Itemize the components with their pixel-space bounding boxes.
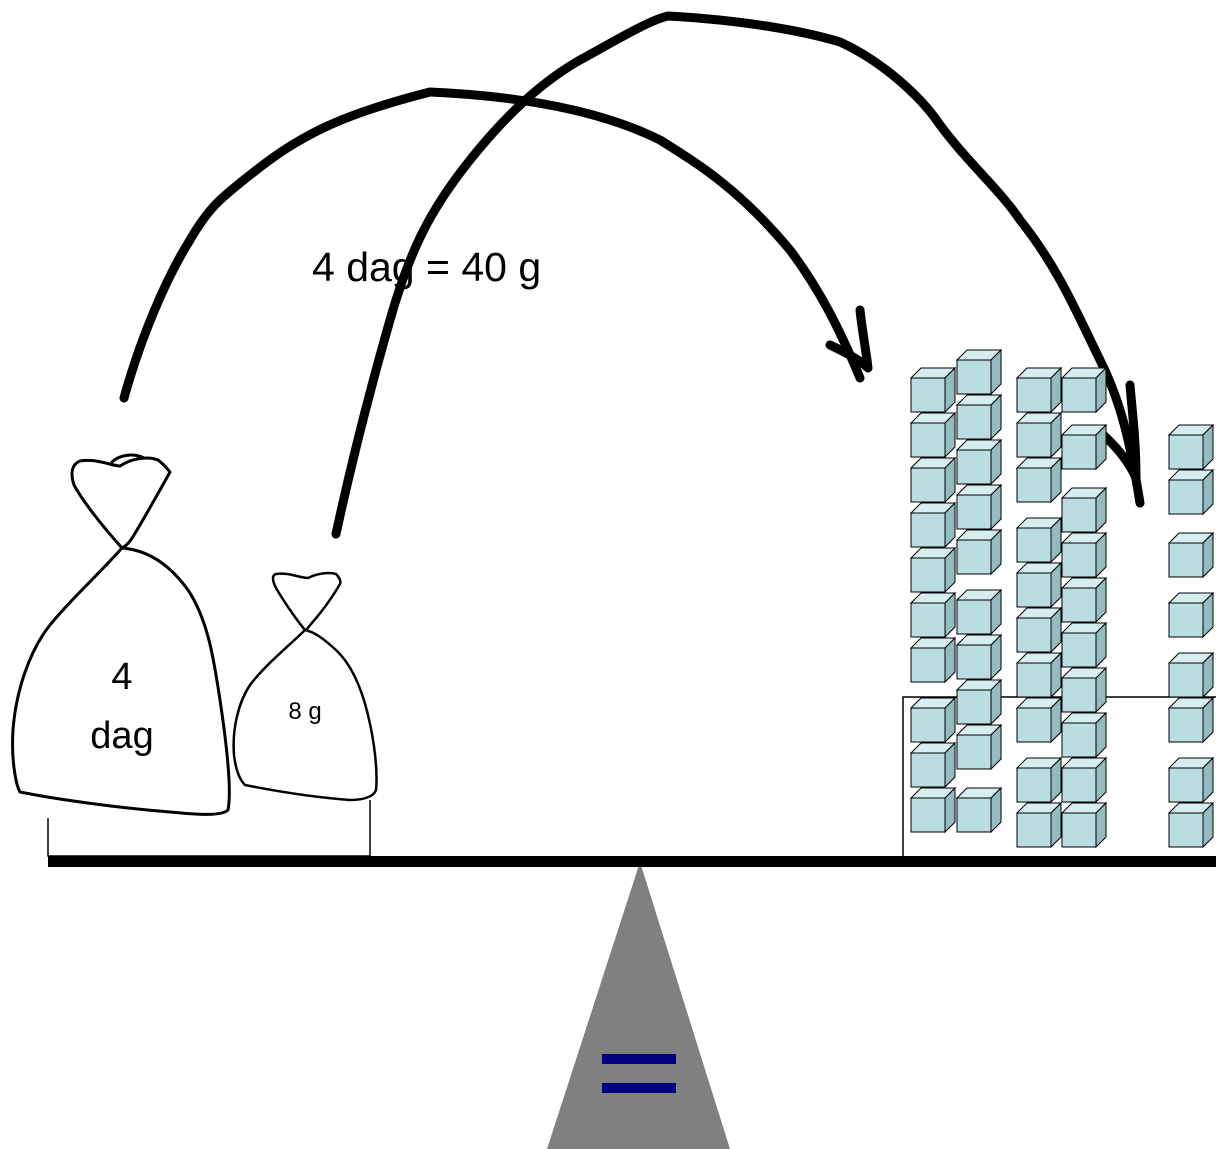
- cube-group: [909, 348, 1215, 849]
- cube-icon: [1060, 711, 1108, 759]
- cube-icon: [1167, 531, 1215, 579]
- cube-icon: [909, 501, 957, 549]
- cube-icon: [1167, 468, 1215, 516]
- arrow-big-bag: [119, 87, 873, 403]
- beam: [48, 856, 1216, 867]
- right-pan: [902, 696, 1216, 856]
- cube-icon: [955, 786, 1003, 834]
- left-pan: [47, 800, 371, 857]
- arrow-small-bag: [331, 11, 1145, 539]
- cube-icon: [1060, 621, 1108, 669]
- cube-icon: [1060, 576, 1108, 624]
- cube-icon: [909, 786, 957, 834]
- cube-icon: [1015, 456, 1063, 504]
- cube-icon: [1167, 696, 1215, 744]
- cube-icon: [955, 438, 1003, 486]
- cube-icon: [955, 483, 1003, 531]
- cube-icon: [955, 633, 1003, 681]
- cube-icon: [909, 591, 957, 639]
- cube-icon: [1015, 651, 1063, 699]
- cube-icon: [909, 741, 957, 789]
- cube-icon: [955, 528, 1003, 576]
- cube-icon: [1167, 423, 1215, 471]
- cube-icon: [909, 546, 957, 594]
- small-bag-label: 8 g: [288, 698, 322, 725]
- cube-icon: [955, 348, 1003, 396]
- cube-icon: [1060, 801, 1108, 849]
- cube-icon: [1167, 591, 1215, 639]
- cube-icon: [1015, 606, 1063, 654]
- cube-icon: [909, 456, 957, 504]
- cube-icon: [1060, 486, 1108, 534]
- cube-icon: [1060, 366, 1108, 414]
- cube-icon: [909, 636, 957, 684]
- equals-symbol: [602, 1054, 676, 1093]
- cube-icon: [1167, 651, 1215, 699]
- cube-icon: [1060, 423, 1108, 471]
- cube-icon: [1015, 411, 1063, 459]
- cube-icon: [1167, 756, 1215, 804]
- fulcrum: [547, 862, 730, 1149]
- cube-icon: [955, 588, 1003, 636]
- cube-icon: [1167, 801, 1215, 849]
- conversion-label: 4 dag = 40 g: [312, 244, 542, 290]
- cube-icon: [955, 678, 1003, 726]
- cube-icon: [1015, 366, 1063, 414]
- cube-icon: [909, 411, 957, 459]
- cube-icon: [955, 723, 1003, 771]
- cube-icon: [955, 393, 1003, 441]
- cube-icon: [909, 366, 957, 414]
- cube-icon: [1060, 756, 1108, 804]
- cube-icon: [909, 696, 957, 744]
- cube-icon: [1015, 696, 1063, 744]
- big-bag-unit-label: dag: [90, 715, 154, 757]
- big-bag-icon: [11, 453, 231, 816]
- cube-icon: [1015, 561, 1063, 609]
- cube-icon: [1015, 801, 1063, 849]
- cube-icon: [1060, 666, 1108, 714]
- cube-icon: [1060, 531, 1108, 579]
- small-bag-icon: [232, 571, 378, 802]
- cube-icon: [1015, 756, 1063, 804]
- big-bag-value-label: 4: [111, 656, 133, 698]
- cube-icon: [1015, 516, 1063, 564]
